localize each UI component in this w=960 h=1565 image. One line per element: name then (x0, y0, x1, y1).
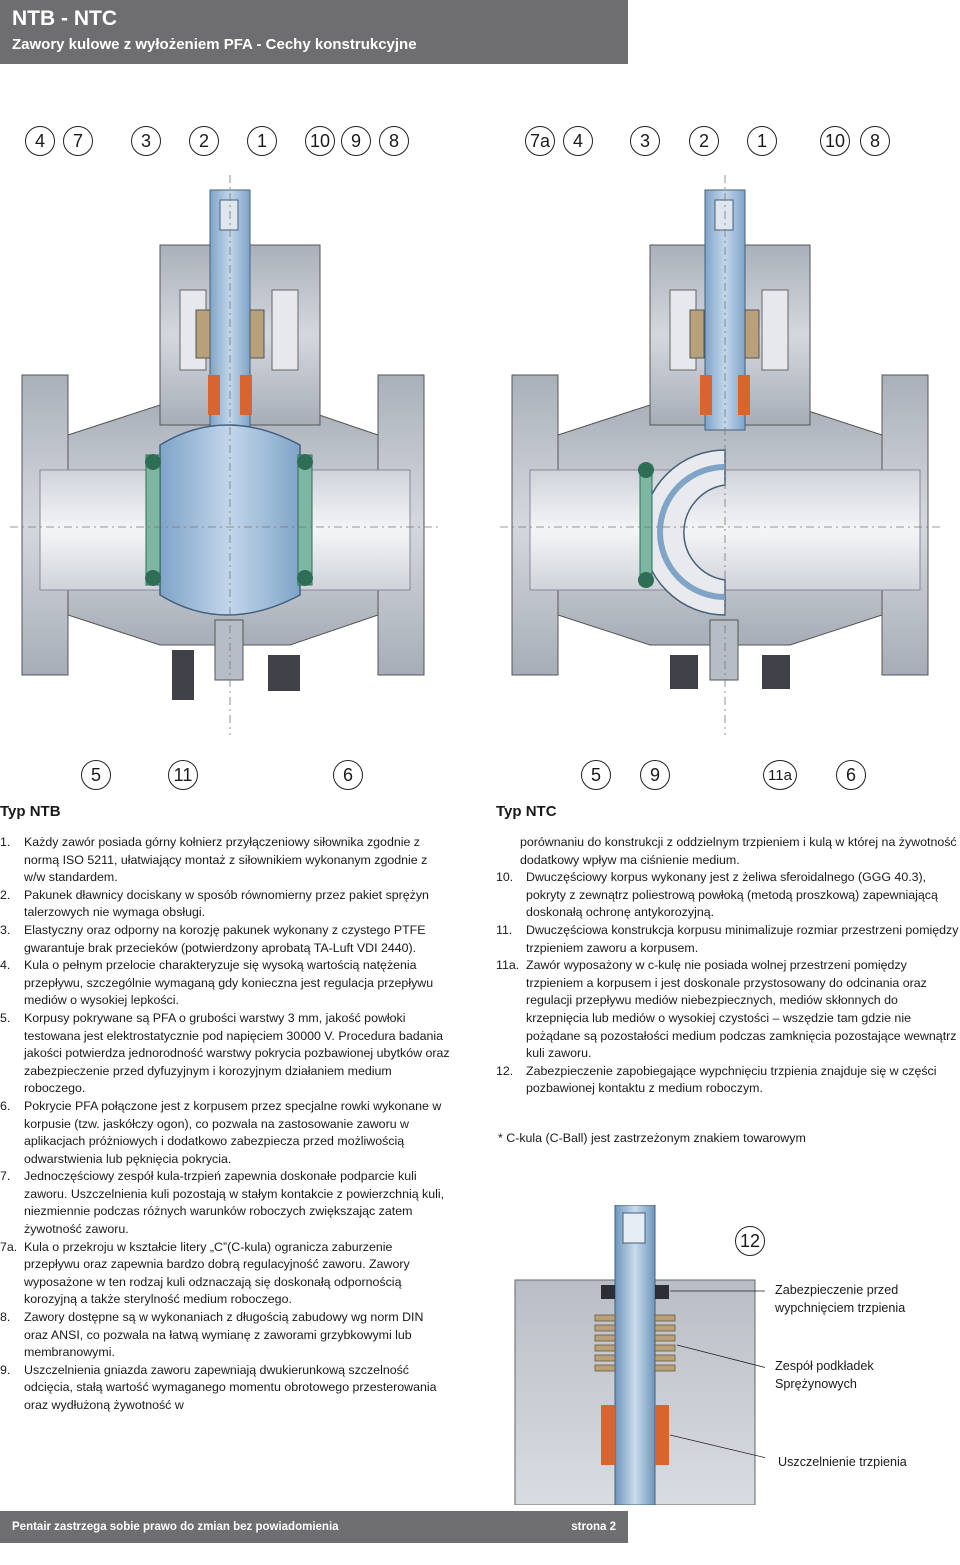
valve-ntb-cross-section (10, 175, 440, 745)
ntc-features-list: porównaniu do konstrukcji z oddzielnym t… (496, 834, 960, 1098)
list-item: 11a.Zawór wyposażony w c-kulę nie posiad… (496, 957, 960, 1063)
list-item: 1.Każdy zawór posiada górny kołnierz prz… (0, 834, 450, 887)
callout-8: 8 (860, 126, 890, 156)
callout-5: 5 (581, 760, 611, 790)
callout-5: 5 (81, 760, 111, 790)
list-item: 8.Zawory dostępne są w wykonaniach z dłu… (0, 1309, 450, 1362)
callout-7: 7 (63, 126, 93, 156)
page-number: strona 2 (571, 1521, 616, 1533)
callout-3: 3 (131, 126, 161, 156)
stem-detail-drawing (505, 1205, 765, 1505)
list-item: 2.Pakunek dławnicy dociskany w sposób ró… (0, 887, 450, 922)
callout-3: 3 (630, 126, 660, 156)
list-item: 3.Elastyczny oraz odporny na korozję pak… (0, 922, 450, 957)
list-item: 11.Dwuczęściowa konstrukcja korpusu mini… (496, 922, 960, 957)
label-spring-washer-set: Zespół podkładek Sprężynowych (775, 1357, 955, 1393)
callout-7a: 7a (525, 126, 555, 156)
list-item: 9.Uszczelnienia gniazda zaworu zapewniaj… (0, 1362, 450, 1415)
callout-1: 1 (247, 126, 277, 156)
section-title-ntb: Typ NTB (0, 803, 61, 820)
callout-11a: 11a (763, 760, 797, 790)
list-item: 7.Jednoczęściowy zespół kula-trzpień zap… (0, 1168, 450, 1238)
continuation-text: porównaniu do konstrukcji z oddzielnym t… (496, 834, 960, 869)
valve-ntc-cross-section (500, 175, 940, 745)
callout-9: 9 (341, 126, 371, 156)
callout-2: 2 (689, 126, 719, 156)
callout-6: 6 (836, 760, 866, 790)
ntb-features-list: 1.Każdy zawór posiada górny kołnierz prz… (0, 834, 450, 1415)
list-item: 4.Kula o pełnym przelocie charakteryzuje… (0, 957, 450, 1010)
label-stem-blowout-protection: Zabezpieczenie przed wypchnięciem trzpie… (775, 1281, 955, 1317)
callout-11: 11 (168, 760, 198, 790)
footer-disclaimer: Pentair zastrzega sobie prawo do zmian b… (12, 1521, 339, 1533)
callout-12: 12 (735, 1226, 765, 1256)
bottom-callouts: 5 11 6 5 9 11a 6 (0, 760, 960, 800)
list-item: 10.Dwuczęściowy korpus wykonany jest z ż… (496, 869, 960, 922)
callout-4: 4 (25, 126, 55, 156)
callout-8: 8 (379, 126, 409, 156)
section-title-ntc: Typ NTC (496, 803, 557, 820)
page-subtitle: Zawory kulowe z wyłożeniem PFA - Cechy k… (12, 36, 417, 53)
callout-1: 1 (747, 126, 777, 156)
page-title: NTB - NTC (12, 7, 117, 31)
page-footer: Pentair zastrzega sobie prawo do zmian b… (0, 1511, 628, 1543)
list-item: 5.Korpusy pokrywane są PFA o grubości wa… (0, 1010, 450, 1098)
trademark-note: * C-kula (C-Ball) jest zastrzeżonym znak… (498, 1131, 806, 1145)
callout-10: 10 (305, 126, 335, 156)
label-stem-seal: Uszczelnienie trzpienia (778, 1453, 958, 1471)
callout-2: 2 (189, 126, 219, 156)
callout-4: 4 (563, 126, 593, 156)
list-item: 6.Pokrycie PFA połączone jest z korpusem… (0, 1098, 450, 1168)
list-item: 12.Zabezpieczenie zapobiegające wypchnię… (496, 1063, 960, 1098)
top-callouts: 4 7 3 2 1 10 9 8 7a 4 3 2 1 10 8 (0, 126, 960, 166)
callout-10: 10 (820, 126, 850, 156)
callout-6: 6 (333, 760, 363, 790)
page-header: NTB - NTC Zawory kulowe z wyłożeniem PFA… (0, 0, 628, 64)
list-item: 7a.Kula o przekroju w kształcie litery „… (0, 1239, 450, 1309)
callout-9: 9 (640, 760, 670, 790)
